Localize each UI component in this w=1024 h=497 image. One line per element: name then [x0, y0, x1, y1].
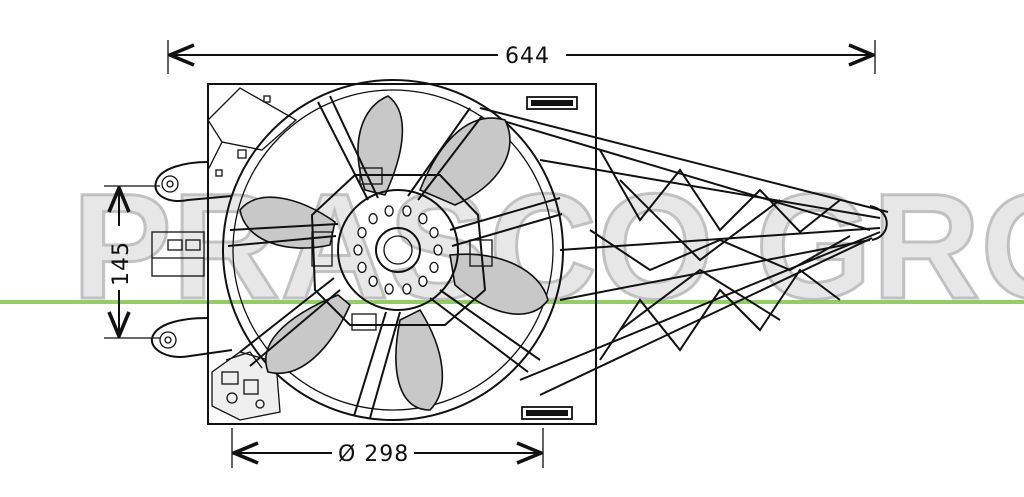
vent-hole: [368, 213, 378, 225]
watermark: PRASCO GROUP PRASCO GROUP: [71, 161, 1024, 332]
vent-hole: [433, 244, 443, 256]
vent-hole: [384, 205, 394, 217]
shroud-frame: [207, 83, 597, 425]
fan-ring: [222, 79, 564, 421]
vent-hole: [357, 261, 367, 274]
shroud-struts: [227, 95, 563, 419]
mount-ear-top: [154, 161, 233, 202]
resistor-module: [211, 351, 281, 421]
connector-block: [151, 231, 205, 277]
vent-hole: [384, 283, 394, 295]
vent-hole: [418, 275, 428, 287]
label-plate-top: [526, 96, 578, 110]
vent-hole: [429, 261, 439, 274]
fan-diameter-dimension: Ø 298: [231, 428, 544, 468]
mount-ear-bottom: [150, 317, 233, 358]
motor-vent-holes: [353, 205, 443, 295]
overall-width-dimension: 644: [167, 40, 876, 74]
fan-blades: [239, 95, 549, 411]
vent-hole: [418, 213, 428, 225]
height-dimension: 145: [104, 185, 160, 339]
wire-harness: [479, 107, 889, 396]
vent-hole: [429, 226, 439, 239]
corner-bracket: [207, 87, 298, 177]
fan-diameter-label: Ø 298: [338, 442, 409, 467]
vent-hole: [368, 275, 378, 287]
vent-hole: [357, 226, 367, 239]
vent-hole: [353, 244, 363, 256]
overall-width-label: 644: [505, 44, 550, 69]
motor-housing: [310, 167, 493, 331]
vent-hole: [402, 205, 412, 217]
label-plate-bottom: [521, 406, 573, 420]
watermark-text-outline: PRASCO GROUP: [72, 162, 1024, 330]
fan-ring-inner: [232, 89, 554, 411]
vent-hole: [402, 283, 412, 295]
height-label: 145: [109, 241, 134, 286]
